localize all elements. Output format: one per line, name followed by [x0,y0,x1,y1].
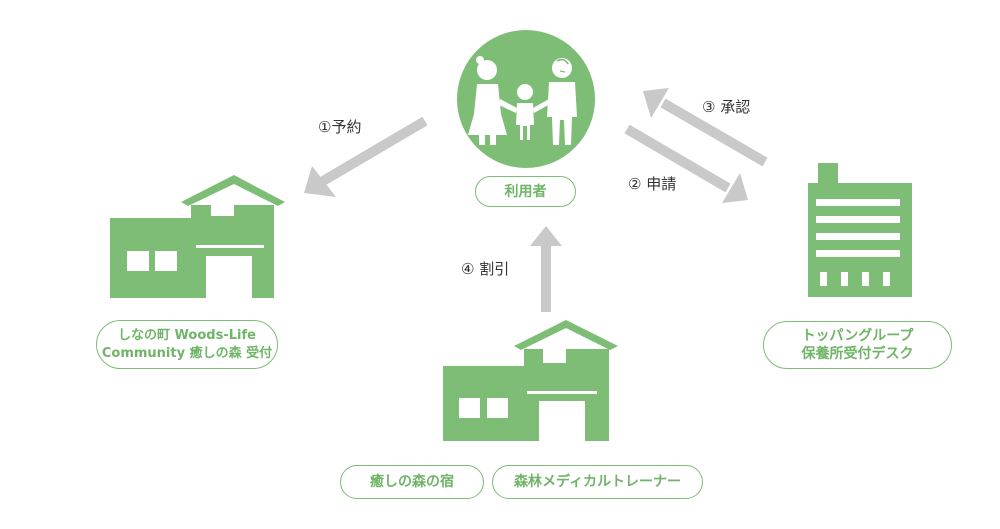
step-approve-label: ③ 承認 [702,98,751,116]
family-icon [457,30,595,168]
discount-arrow [530,226,562,312]
approve-arrow [643,88,768,167]
house-icon-providers [443,320,618,441]
reception-label-line1: しなの町 Woods-Life [118,327,256,343]
reserve-arrow [304,116,428,197]
inn-label-text: 癒しの森の宿 [370,474,454,490]
office-building-icon [808,163,912,297]
user-label-text: 利用者 [504,183,547,200]
step-discount-label: ④ 割引 [461,260,510,278]
reception-label-line2: Community 癒しの森 受付 [101,345,273,361]
trainer-label: 森林メディカルトレーナー [492,465,703,499]
inn-label: 癒しの森の宿 [340,465,484,499]
step-apply-label: ② 申請 [628,175,677,193]
desk-label: トッパングループ 保養所受付デスク [763,321,952,369]
trainer-label-text: 森林メディカルトレーナー [513,474,682,490]
reception-label: しなの町 Woods-Life Community 癒しの森 受付 [96,320,278,369]
step-reserve-label: ①予約 [318,118,362,136]
desk-label-line2: 保養所受付デスク [801,346,914,362]
user-label: 利用者 [475,176,576,207]
house-icon [110,175,285,298]
apply-arrow [624,124,748,203]
desk-label-line1: トッパングループ [801,328,914,344]
